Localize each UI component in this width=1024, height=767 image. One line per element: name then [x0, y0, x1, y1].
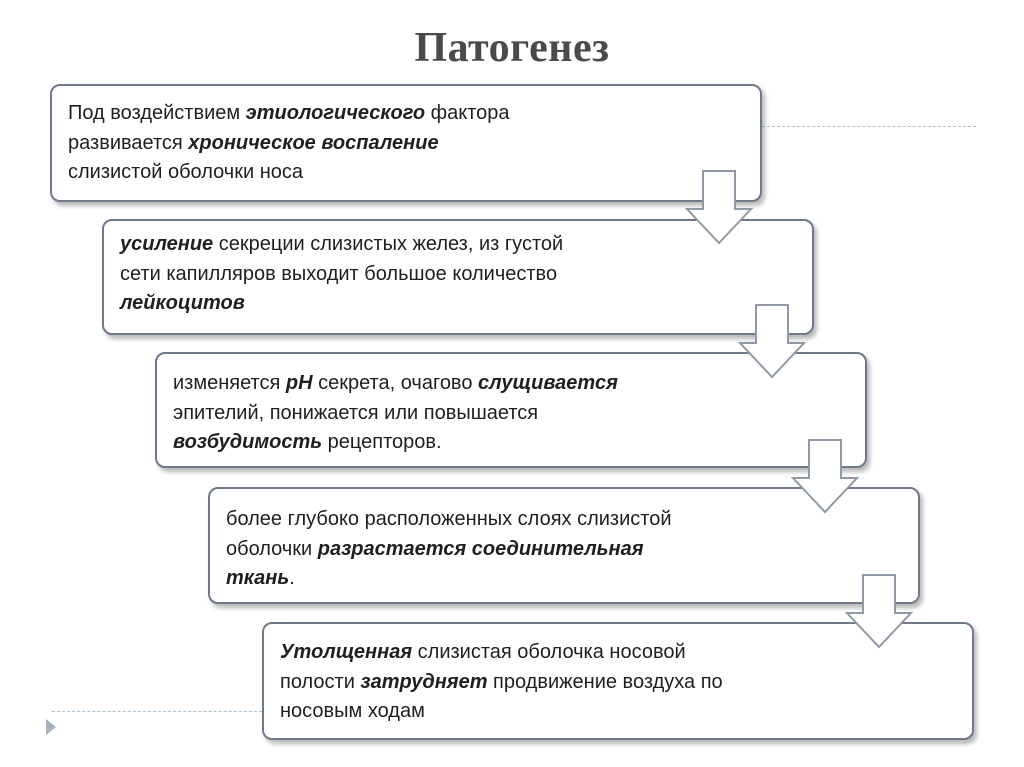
emphasized-term: Утолщенная — [280, 641, 413, 663]
text-segment: более глубоко расположенных слоях слизис… — [226, 508, 672, 530]
text-segment: секреции слизистых желез, из густой — [213, 233, 564, 255]
down-arrow-icon — [844, 574, 914, 649]
text-segment: слизистая оболочка носовой — [412, 641, 686, 663]
text-segment: продвижение воздуха по — [487, 670, 723, 693]
step-box-2: усиление секреции слизистых желез, из гу… — [102, 219, 814, 335]
emphasized-term: усиление — [120, 233, 214, 255]
text-segment: полости — [280, 670, 361, 693]
step-text: усиление секреции слизистых желез, из гу… — [120, 230, 796, 319]
text-segment: носовым ходам — [280, 700, 425, 722]
step-text: Утолщенная слизистая оболочка носовой пол… — [280, 638, 956, 727]
step-box-4: более глубоко расположенных слоях слизис… — [208, 487, 920, 604]
emphasized-term: затрудняет — [360, 670, 488, 693]
decorative-line-bottom — [52, 711, 262, 712]
down-arrow-icon — [737, 304, 807, 379]
step-box-5: Утолщенная слизистая оболочка носовой пол… — [262, 622, 974, 740]
emphasized-term: возбудимость — [173, 431, 323, 453]
step-box-1: Под воздействием этиологического фактора… — [50, 84, 762, 202]
text-segment: сети капилляров выходит большое количест… — [120, 262, 558, 285]
text-segment: эпителий, понижается или повышается — [173, 401, 539, 424]
text-segment: секрета, очагово — [312, 372, 479, 394]
emphasized-term: рН — [285, 372, 313, 394]
text-segment: рецепторов. — [322, 431, 442, 453]
emphasized-term: хроническое воспаление — [188, 131, 439, 154]
step-text: более глубоко расположенных слоях слизис… — [226, 505, 902, 594]
decorative-line-top — [762, 126, 976, 127]
text-segment: Под воздействием — [68, 102, 246, 124]
bullet-triangle-icon — [46, 719, 56, 735]
text-segment: слизистой оболочки носа — [68, 161, 303, 183]
text-segment: изменяется — [173, 372, 286, 394]
text-segment: фактора — [425, 102, 510, 124]
emphasized-term: разрастается соединительная — [317, 537, 644, 560]
down-arrow-icon — [684, 170, 754, 245]
emphasized-term: ткань — [226, 567, 290, 589]
emphasized-term: слущивается — [478, 372, 618, 394]
slide-title: Патогенез — [414, 25, 610, 71]
text-segment: . — [289, 567, 295, 589]
step-text: Под воздействием этиологического фактора… — [68, 99, 744, 188]
text-segment: развивается — [68, 131, 189, 154]
step-box-3: изменяется рН секрета, очагово слущивает… — [155, 352, 867, 468]
step-text: изменяется рН секрета, очагово слущивает… — [173, 369, 849, 458]
text-segment: оболочки — [226, 537, 318, 560]
emphasized-term: этиологического — [245, 102, 426, 124]
emphasized-term: лейкоцитов — [120, 292, 245, 314]
down-arrow-icon — [790, 439, 860, 514]
